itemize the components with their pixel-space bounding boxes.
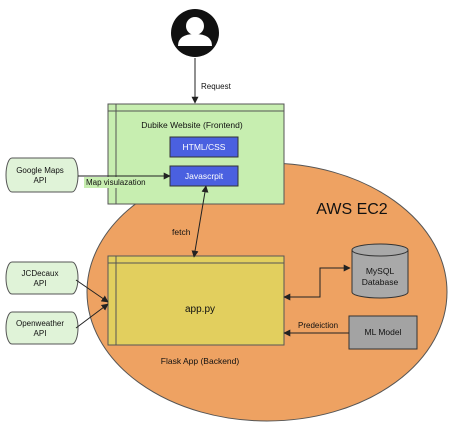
google-maps-api-label-2: API: [34, 176, 47, 185]
html-css-box: [169, 136, 239, 158]
aws-ec2-label: AWS EC2: [316, 201, 388, 218]
database-connection-arrow: [283, 264, 351, 301]
ml-model-label: ML Model: [364, 327, 401, 337]
openweather-arrow: [75, 303, 109, 329]
openweather-api-node: [5, 311, 79, 345]
app-py-label: app.py: [185, 304, 215, 315]
jcdecaux-api-label-2: API: [34, 279, 47, 288]
jcdecaux-api-node: [5, 261, 79, 295]
jcdecaux-api-label-1: JCDecaux: [22, 269, 59, 278]
prediction-label: Predeiction: [298, 321, 338, 330]
ml-model-box: [348, 315, 418, 350]
request-label: Request: [201, 82, 232, 91]
mysql-database-label-1: MySQL: [366, 266, 395, 276]
google-maps-api-label-1: Google Maps: [16, 166, 64, 175]
map-visualization-label: Map visulazation: [86, 178, 146, 187]
frontend-title: Dubike Website (Frontend): [141, 120, 243, 130]
jcdecaux-arrow: [75, 279, 109, 303]
html-css-label: HTML/CSS: [183, 142, 226, 152]
backend-caption: Flask App (Backend): [161, 356, 240, 366]
backend-box: [107, 255, 285, 346]
mysql-database-icon: [351, 243, 409, 299]
javascript-label: Javascrpit: [185, 171, 224, 181]
openweather-api-label-2: API: [34, 329, 47, 338]
openweather-api-label-1: Openweather: [16, 319, 64, 328]
google-maps-api-node: [5, 157, 79, 193]
mysql-database-label-2: Database: [362, 277, 399, 287]
fetch-arrow: [191, 185, 209, 258]
user-avatar-icon: [171, 9, 219, 57]
map-visualization-label-bg: [84, 177, 160, 188]
fetch-label: fetch: [172, 227, 191, 237]
